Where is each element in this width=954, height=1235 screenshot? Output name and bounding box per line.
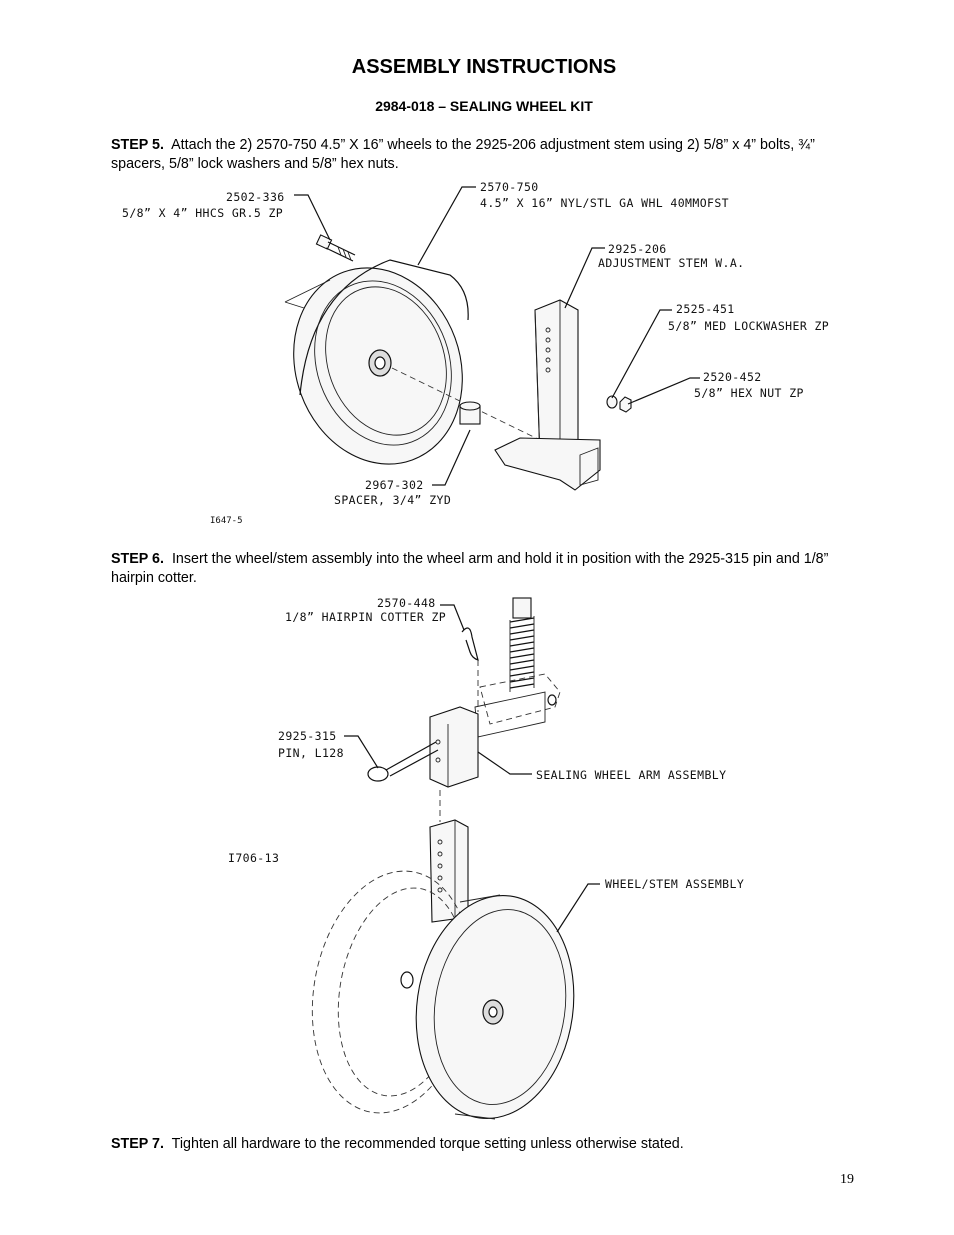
callout-hexnut-part: 2520-452 [703, 370, 762, 384]
callout-hairpin-desc: 1/8” HAIRPIN COTTER ZP [285, 610, 446, 624]
callout-lockwasher-desc: 5/8” MED LOCKWASHER ZP [668, 319, 829, 333]
callout-pin-desc: PIN, L128 [278, 746, 344, 760]
step-7-label: STEP 7. [111, 1136, 164, 1152]
figure-2-wheel-arm-assembly: 2570-448 1/8” HAIRPIN COTTER ZP 2925-315… [228, 596, 744, 1120]
callout-wheel-part: 2570-750 [480, 180, 539, 194]
bolt-drawing [315, 234, 356, 262]
callout-spacer-part: 2967-302 [365, 478, 424, 492]
step-5: STEP 5. Attach the 2) 2570-750 4.5” X 16… [111, 136, 846, 174]
figure-1-exploded-wheel: 2502-336 5/8” X 4” HHCS GR.5 ZP 2570-750… [122, 180, 829, 526]
figure-1-id: I647-5 [210, 516, 243, 526]
stem-drawing-2 [429, 819, 469, 923]
pin-drawing [367, 741, 439, 782]
step-6: STEP 6. Insert the wheel/stem assembly i… [111, 550, 846, 588]
kit-subtitle: 2984-018 – SEALING WHEEL KIT [375, 98, 593, 114]
callout-hairpin-part: 2570-448 [377, 596, 436, 610]
spacer-drawing [459, 401, 481, 425]
step-7-text: Tighten all hardware to the recommended … [171, 1136, 684, 1152]
callout-lockwasher-part: 2525-451 [676, 302, 735, 316]
hex-nut-drawing [619, 396, 632, 413]
step-7: STEP 7. Tighten all hardware to the reco… [111, 1135, 846, 1154]
callout-pin-part: 2925-315 [278, 729, 337, 743]
wheels-drawing [311, 870, 575, 1120]
callout-wheelstem-desc: WHEEL/STEM ASSEMBLY [605, 877, 744, 891]
spring-drawing [509, 597, 535, 692]
stem-drawing [494, 299, 601, 491]
callout-stem-desc: ADJUSTMENT STEM W.A. [598, 256, 744, 270]
callout-bolt-desc: 5/8” X 4” HHCS GR.5 ZP [122, 206, 283, 220]
page-title: ASSEMBLY INSTRUCTIONS [351, 56, 617, 78]
callout-spacer-desc: SPACER, 3/4” ZYD [334, 493, 451, 507]
callout-bolt-part: 2502-336 [226, 190, 285, 204]
arm-drawing [429, 673, 561, 788]
wheel-drawing [284, 259, 469, 465]
hairpin-drawing [461, 627, 479, 661]
callout-hexnut-desc: 5/8” HEX NUT ZP [694, 386, 804, 400]
step-6-text: Insert the wheel/stem assembly into the … [111, 551, 829, 586]
callout-arm-desc: SEALING WHEEL ARM ASSEMBLY [536, 768, 726, 782]
step-6-label: STEP 6. [111, 551, 164, 567]
callout-wheel-desc: 4.5” X 16” NYL/STL GA WHL 40MMOFST [480, 196, 729, 210]
step-5-text: Attach the 2) 2570-750 4.5” X 16” wheels… [111, 137, 815, 172]
figure-2-id: I706-13 [228, 851, 279, 865]
step-5-label: STEP 5. [111, 137, 164, 153]
callout-stem-part: 2925-206 [608, 242, 667, 256]
lockwasher-drawing [606, 395, 618, 409]
page-number: 19 [840, 1172, 854, 1187]
